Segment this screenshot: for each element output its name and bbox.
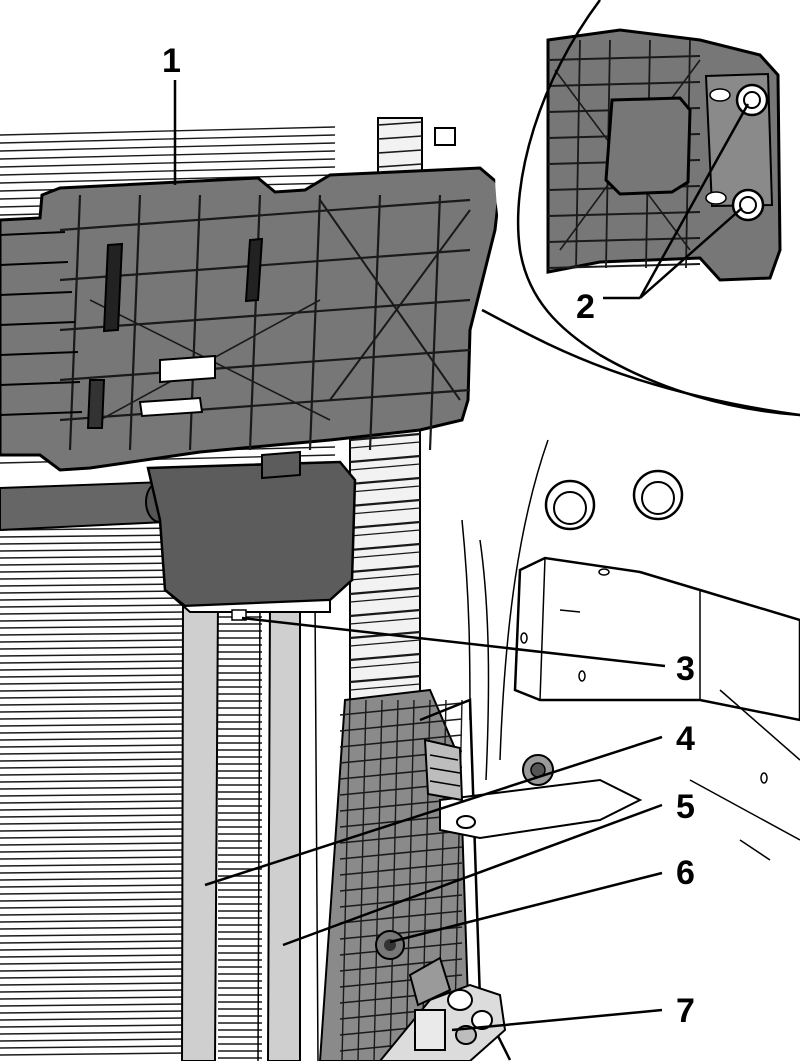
callout-4: 4 <box>676 720 695 758</box>
mounting-bolts <box>544 469 684 531</box>
body-panel-outline <box>461 439 549 781</box>
callout-7: 7 <box>676 992 695 1030</box>
callout-6: 6 <box>676 854 695 892</box>
dark-mount-block <box>146 450 357 621</box>
radiator-mounting-bracket <box>0 166 502 472</box>
callout-5: 5 <box>676 788 695 826</box>
leader-lines <box>173 80 750 1032</box>
hose-fitting <box>423 738 464 802</box>
detail-magnifier <box>481 0 800 420</box>
radiator-cross-bar <box>0 480 175 532</box>
side-block <box>513 556 800 861</box>
mounting-strap <box>439 754 643 840</box>
callout-3: 3 <box>676 650 695 688</box>
callout-2: 2 <box>576 288 595 326</box>
hose-connector <box>375 930 452 1007</box>
callout-labels: 1 2 3 4 5 6 7 <box>162 42 695 1030</box>
lower-pipes <box>378 983 507 1061</box>
callout-1: 1 <box>162 42 181 80</box>
